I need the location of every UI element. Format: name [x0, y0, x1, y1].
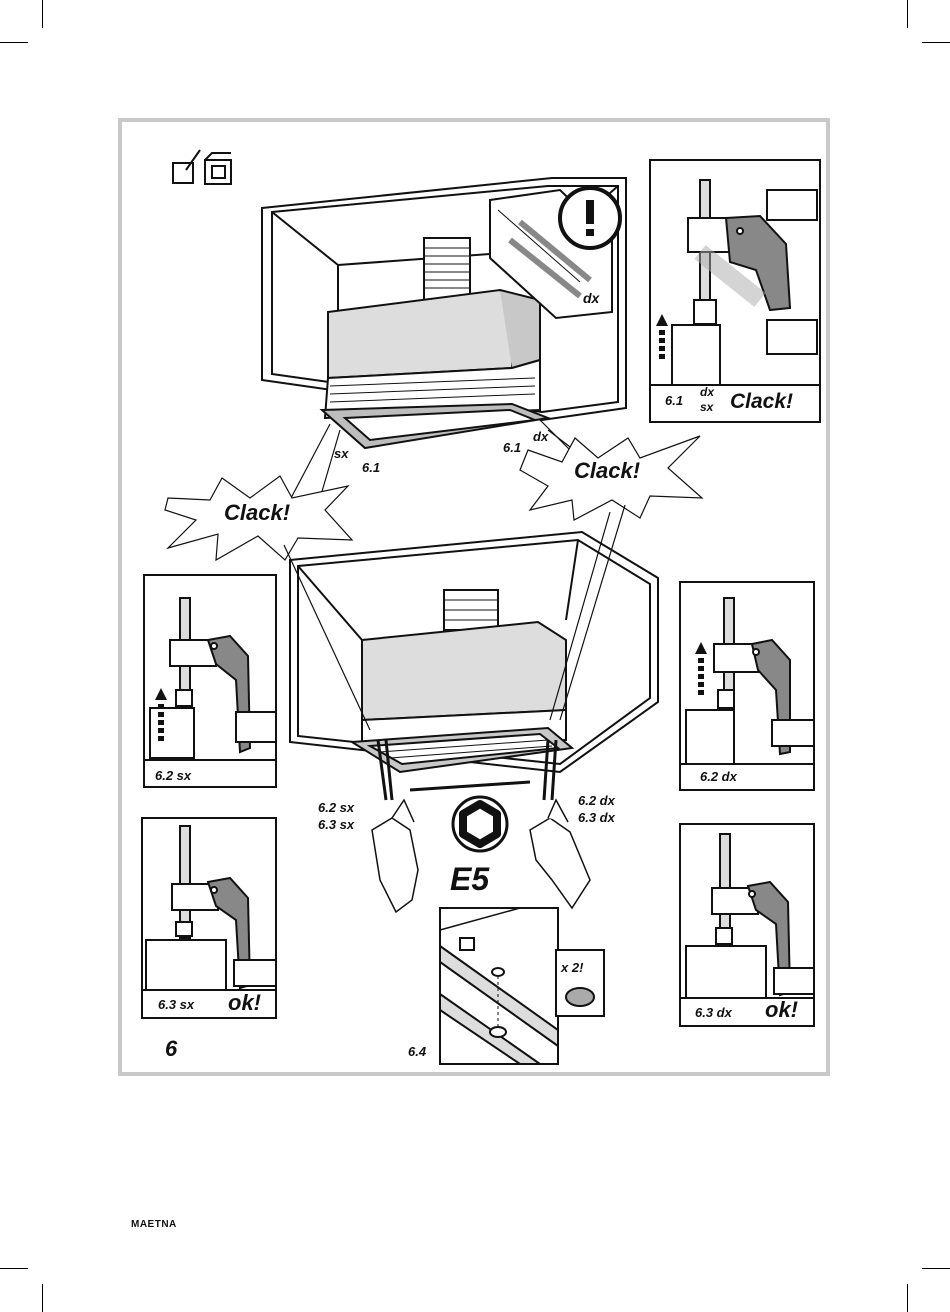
- inset-6-4: [440, 908, 604, 1064]
- brand-logo: ΜΑΕTNA: [131, 1219, 177, 1230]
- step-6-3-dx-label: 6.3 dx: [578, 810, 616, 825]
- dx-label: dx: [700, 385, 715, 399]
- bottom-cabinet: [290, 532, 658, 772]
- inset-6-1: [650, 160, 820, 422]
- ok-text: ok!: [765, 997, 798, 1022]
- inset-6-3-sx: [142, 818, 276, 1018]
- clack-burst-right: Clack!: [520, 436, 702, 520]
- hex-nut-icon: [453, 797, 507, 851]
- step-6-1-dx-label: 6.1: [503, 440, 521, 455]
- step-6-2-dx-label: 6.2 dx: [700, 769, 738, 784]
- sx-label: sx: [700, 400, 715, 414]
- step-6-2-dx-label: 6.2 dx: [578, 793, 616, 808]
- step-6-3-sx-label: 6.3 sx: [318, 817, 355, 832]
- clack-burst-left: Clack!: [165, 476, 352, 560]
- clack-text: Clack!: [574, 458, 640, 483]
- wall-mount-icon: [173, 150, 200, 183]
- step-6-2-sx-label: 6.2 sx: [155, 768, 192, 783]
- ok-text: ok!: [228, 990, 261, 1015]
- sx-label: sx: [334, 446, 349, 461]
- inset-6-3-dx: [680, 824, 814, 1026]
- step-6-1-sx-label: 6.1: [362, 460, 380, 475]
- inset-6-2-sx: [144, 575, 276, 787]
- warning-icon: [560, 188, 620, 248]
- clack-text: Clack!: [730, 390, 793, 413]
- e5-label: E5: [450, 861, 490, 897]
- dx-label: dx: [533, 429, 549, 444]
- step-6-3-dx-label: 6.3 dx: [695, 1005, 733, 1020]
- step-6-1-label: 6.1: [665, 393, 683, 408]
- step-6-2-sx-label: 6.2 sx: [318, 800, 355, 815]
- times-two-label: x 2!: [560, 960, 584, 975]
- figure-number: 6: [165, 1036, 178, 1061]
- dx-label: dx: [583, 290, 601, 306]
- clack-text: Clack!: [224, 500, 290, 525]
- step-6-3-sx-label: 6.3 sx: [158, 997, 195, 1012]
- cabinet-mount-icon: [205, 153, 231, 184]
- step-6-4-label: 6.4: [408, 1044, 427, 1059]
